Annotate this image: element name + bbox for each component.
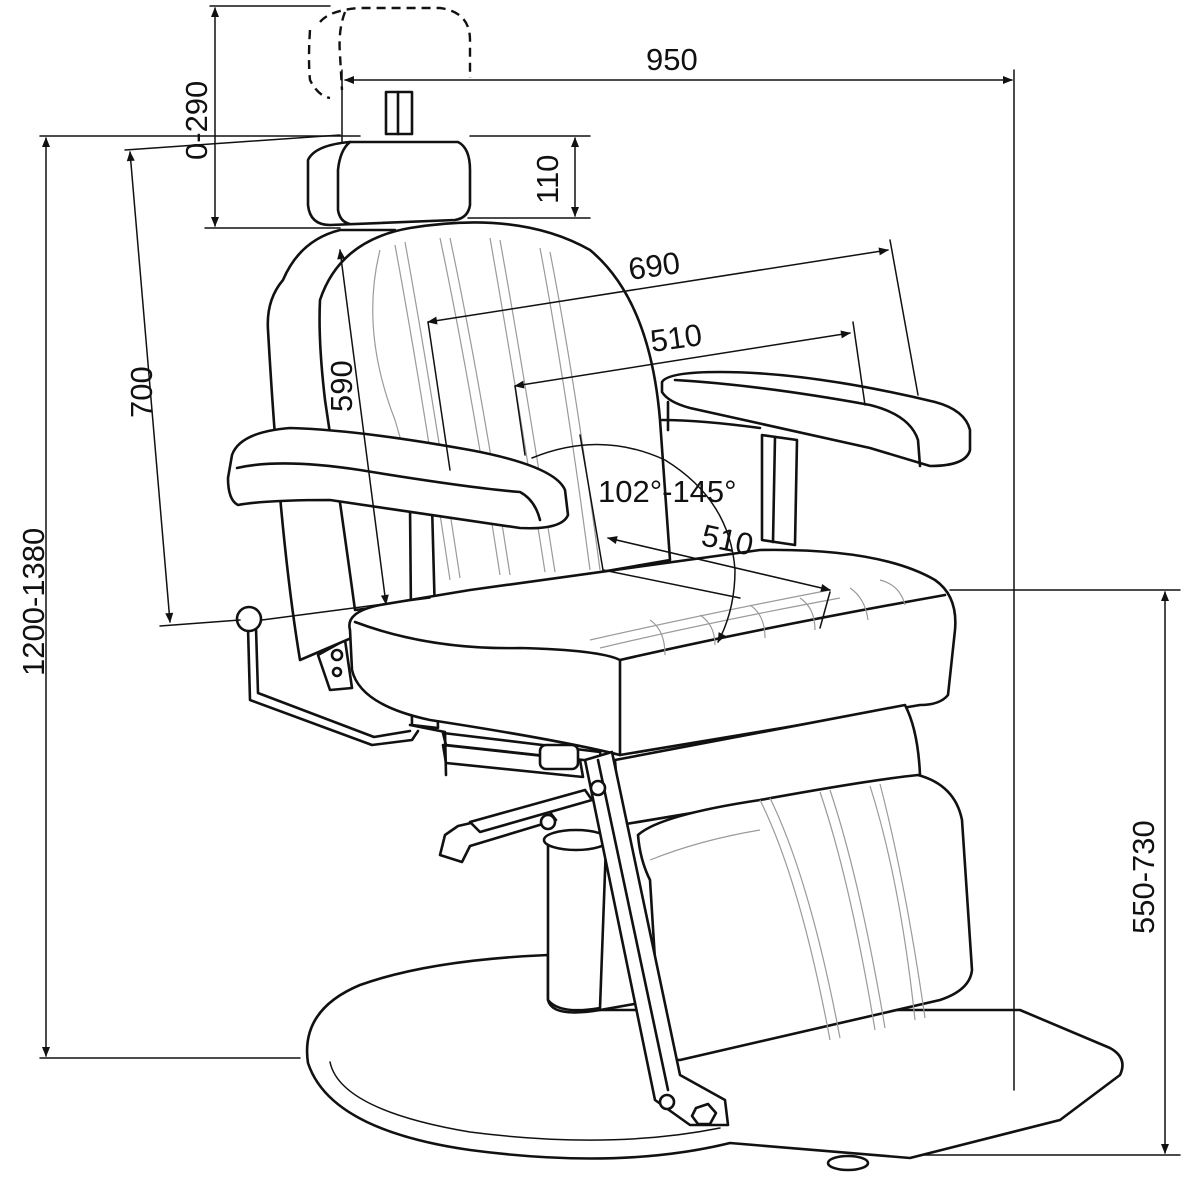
dimension-lines (39, 5, 1181, 1156)
label-armrest-inner-width: 510 (648, 317, 704, 359)
label-recline-angle: 102°-145° (598, 474, 737, 509)
hydraulic-column (542, 828, 610, 1012)
label-total-height: 1200-1380 (16, 528, 51, 676)
label-headrest-adjust: 0-290 (179, 81, 214, 160)
label-overall-width: 950 (646, 42, 698, 77)
chair-illustration (226, 6, 1124, 1172)
leg-rest (613, 703, 974, 1062)
lever-knob (235, 605, 263, 633)
dimension-labels: 950 0-290 110 690 510 700 590 102°-145° … (16, 42, 1161, 934)
right-armrest (660, 370, 972, 468)
pump-pedal (438, 788, 594, 864)
base-plate (305, 953, 1124, 1172)
headrest-raised (307, 6, 472, 100)
recline-lever (235, 605, 420, 747)
label-seat-depth: 510 (699, 518, 757, 563)
left-armrest (226, 426, 570, 530)
headrest (306, 90, 472, 227)
label-back-height: 700 (124, 366, 159, 418)
foot-nut (826, 1154, 870, 1172)
label-back-width: 690 (626, 245, 682, 287)
label-seat-height: 550-730 (1126, 820, 1161, 934)
back-hinge (316, 638, 354, 692)
label-backrest-length: 590 (324, 360, 359, 412)
leg-rest-arm (583, 750, 730, 1127)
label-headrest-height: 110 (530, 155, 565, 204)
